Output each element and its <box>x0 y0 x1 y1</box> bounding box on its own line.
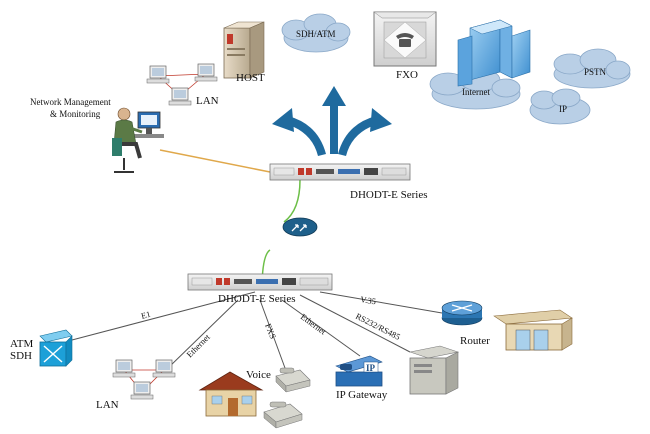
ip-gateway-label: IP Gateway <box>336 389 388 401</box>
dhodt-bottom-label: DHODT-E Series <box>218 293 296 305</box>
v35-link <box>319 291 443 314</box>
ethernet-ipgw-label: Ethernet <box>299 312 329 337</box>
uplink-arrows <box>272 86 392 156</box>
fxo-label: FXO <box>396 69 418 81</box>
cloud-pstn-label: PSTN <box>584 67 607 77</box>
house-icon <box>198 371 264 417</box>
trunk-link-upper <box>283 179 301 223</box>
telephone-icon <box>263 401 303 429</box>
dhodt-top-label: DHODT-E Series <box>350 189 428 201</box>
ethernet-ipgw-link <box>281 299 361 357</box>
ip-sign: IP <box>366 363 376 373</box>
atm-label: ATM <box>10 338 33 350</box>
nms-label-line1: Network Management <box>30 97 111 107</box>
voice-label: Voice <box>246 369 271 381</box>
cloud-pstn: PSTN <box>553 48 631 89</box>
computer-icon <box>112 359 136 378</box>
switch-arrows-icon <box>43 345 63 363</box>
host-server: HOST <box>223 21 265 84</box>
operator-icon <box>112 107 164 173</box>
connections <box>71 149 443 369</box>
arrow-up-left-icon <box>272 108 326 156</box>
lan-top: LAN <box>146 63 219 107</box>
cloud-ip-label: IP <box>559 104 567 114</box>
lan-bottom: LAN <box>96 359 176 411</box>
computer-icon <box>146 65 170 84</box>
e1-link <box>71 291 256 341</box>
telephone-icon <box>396 33 414 47</box>
computer-icon <box>130 381 154 400</box>
arrow-up-icon <box>322 86 346 154</box>
ip-gateway-device: IP IP Gateway <box>335 355 388 401</box>
modem-icon <box>282 217 318 237</box>
computer-icon <box>168 87 192 106</box>
lan-top-label: LAN <box>196 95 219 107</box>
fxo-device: FXO <box>373 11 437 81</box>
v35-label: V.35 <box>360 294 377 306</box>
serial-device <box>408 345 460 395</box>
telephone-icon <box>275 367 311 393</box>
dhodt-top-device: DHODT-E Series <box>269 163 428 201</box>
fxs-label: FXS <box>263 322 278 340</box>
e1-label: E1 <box>140 309 152 321</box>
cloud-sdh-atm: SDH/ATM <box>281 13 351 53</box>
router-device: Router <box>441 300 490 347</box>
host-label: HOST <box>236 72 265 84</box>
computer-icon <box>194 63 218 82</box>
nms-link <box>159 149 271 173</box>
rs232-link <box>299 294 411 353</box>
lan-bottom-label: LAN <box>96 399 119 411</box>
sdh-label: SDH <box>10 350 32 362</box>
arrow-up-right-icon <box>338 108 392 156</box>
atm-sdh-switch: ATM SDH <box>10 329 73 367</box>
nms-label-line2: & Monitoring <box>50 109 101 119</box>
cloud-ip: IP <box>529 88 591 125</box>
office-buildings-icon <box>457 19 531 87</box>
computer-icon <box>152 359 176 378</box>
fxs-link <box>259 299 286 369</box>
router-label: Router <box>460 335 490 347</box>
cloud-internet-label: Internet <box>462 87 490 97</box>
network-management-station: Network Management & Monitoring <box>30 97 164 173</box>
cloud-sdh-atm-label: SDH/ATM <box>296 29 336 39</box>
branch-office-icon <box>493 309 573 351</box>
ethernet-lan-link <box>167 299 239 369</box>
ethernet-lan-label: Ethernet <box>184 332 212 360</box>
dhodt-bottom-device: DHODT-E Series <box>187 273 333 305</box>
router-arrows-icon <box>451 304 473 312</box>
